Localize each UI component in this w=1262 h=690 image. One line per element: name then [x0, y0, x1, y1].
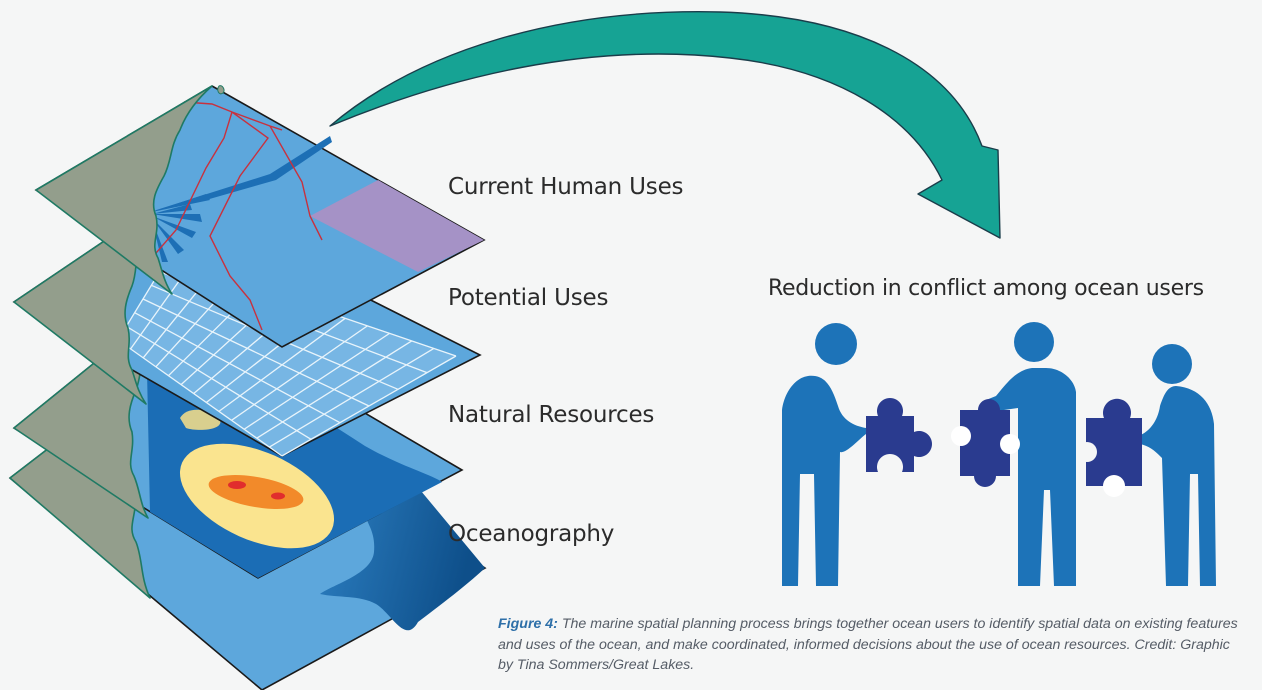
current-human-uses-land [35, 85, 213, 295]
result-headline: Reduction in conflict among ocean users [768, 276, 1204, 301]
current-human-uses-layer [34, 85, 486, 348]
process-flow-arrow [329, 11, 1001, 239]
oceanography-deep-current [320, 432, 485, 631]
layer-label-potential-uses: Potential Uses [448, 285, 609, 311]
layer-label-natural-resources: Natural Resources [448, 402, 655, 428]
person-left [782, 323, 866, 586]
figure-caption-text: The marine spatial planning process brin… [498, 616, 1238, 673]
figure-caption-lead: Figure 4: [498, 616, 558, 632]
figure-caption: Figure 4: The marine spatial planning pr… [498, 614, 1238, 690]
current-human-uses-cable-fan [152, 194, 210, 262]
current-human-uses-boundary-lines [149, 101, 323, 331]
curved-arrow [329, 11, 1001, 239]
person-middle [986, 322, 1076, 586]
puzzle-piece-left [866, 397, 932, 472]
layer-label-oceanography: Oceanography [448, 521, 615, 547]
person-right [1138, 344, 1216, 586]
puzzle-piece-right [1077, 398, 1142, 497]
layer-label-current-human-uses: Current Human Uses [448, 174, 684, 200]
natural-resources-hotspot-core [228, 481, 246, 489]
current-human-uses-island [217, 85, 225, 95]
people-assembling-puzzle-pieces-icon [782, 322, 1216, 586]
natural-resources-hotspot-core-2 [271, 492, 285, 500]
current-human-uses-designated-zone [310, 180, 484, 272]
puzzle-piece-middle [951, 399, 1020, 487]
